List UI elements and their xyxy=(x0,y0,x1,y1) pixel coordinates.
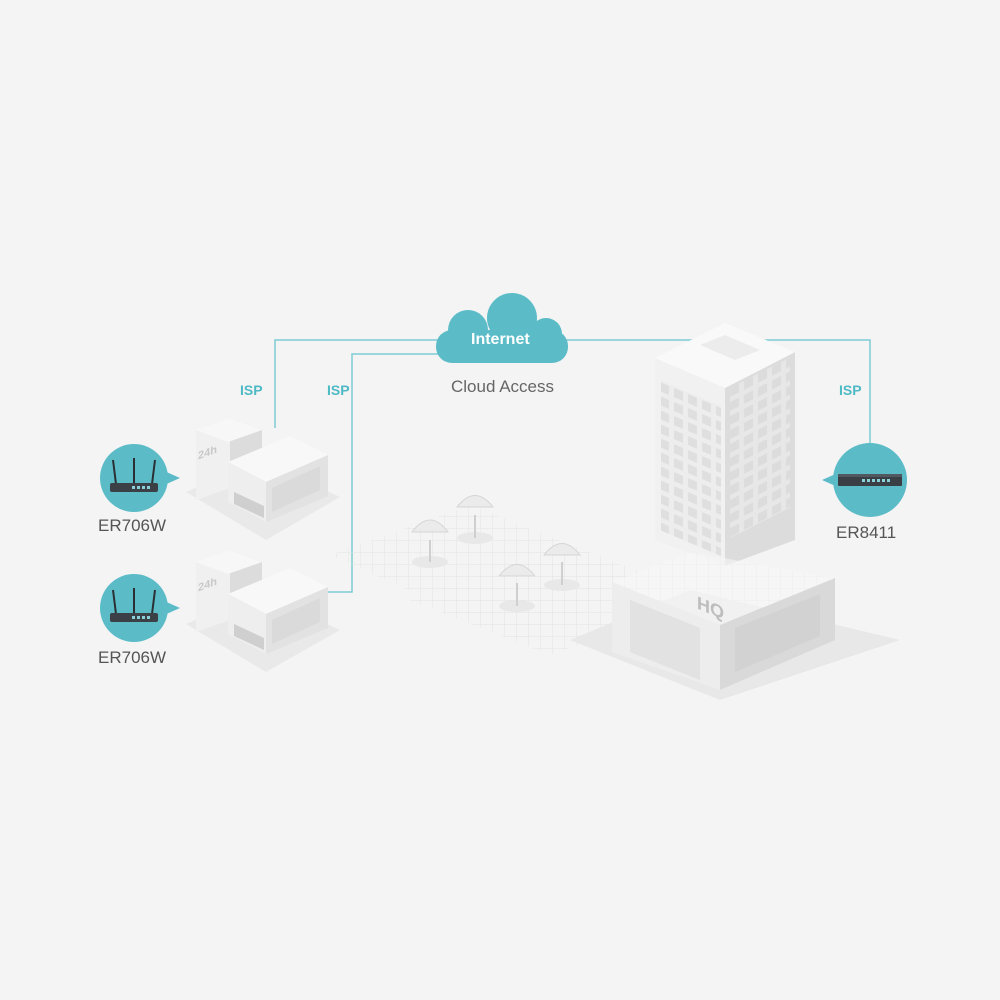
branch-store-1 xyxy=(186,418,340,540)
isp-label-branch-2: ISP xyxy=(327,382,350,398)
wifi-router-icon xyxy=(110,458,158,492)
branch1-isp-line xyxy=(274,339,438,428)
wifi-router-icon xyxy=(110,588,158,622)
umbrella xyxy=(497,564,537,612)
hq-building xyxy=(570,323,900,700)
isp-label-hq: ISP xyxy=(839,382,862,398)
connection-lines xyxy=(274,339,871,593)
hq-isp-line xyxy=(566,339,871,446)
device-name-branch-2: ER706W xyxy=(98,648,167,667)
internet-label: Internet xyxy=(471,331,530,348)
umbrella xyxy=(410,519,450,568)
device-bubble-er706w-1 xyxy=(100,444,180,512)
rack-router-icon xyxy=(838,474,902,486)
umbrella xyxy=(542,543,582,591)
internet-cloud xyxy=(436,293,568,363)
plaza xyxy=(330,495,700,655)
device-name-branch-1: ER706W xyxy=(98,516,167,535)
branch2-isp-line xyxy=(327,353,442,593)
device-name-hq: ER8411 xyxy=(836,523,897,542)
device-bubble-er706w-2 xyxy=(100,574,180,642)
device-bubble-er8411 xyxy=(822,443,907,517)
isp-label-branch-1: ISP xyxy=(240,382,263,398)
cloud-access-caption: Cloud Access xyxy=(451,377,554,396)
umbrella xyxy=(455,495,495,544)
branch-store-2 xyxy=(186,550,340,672)
